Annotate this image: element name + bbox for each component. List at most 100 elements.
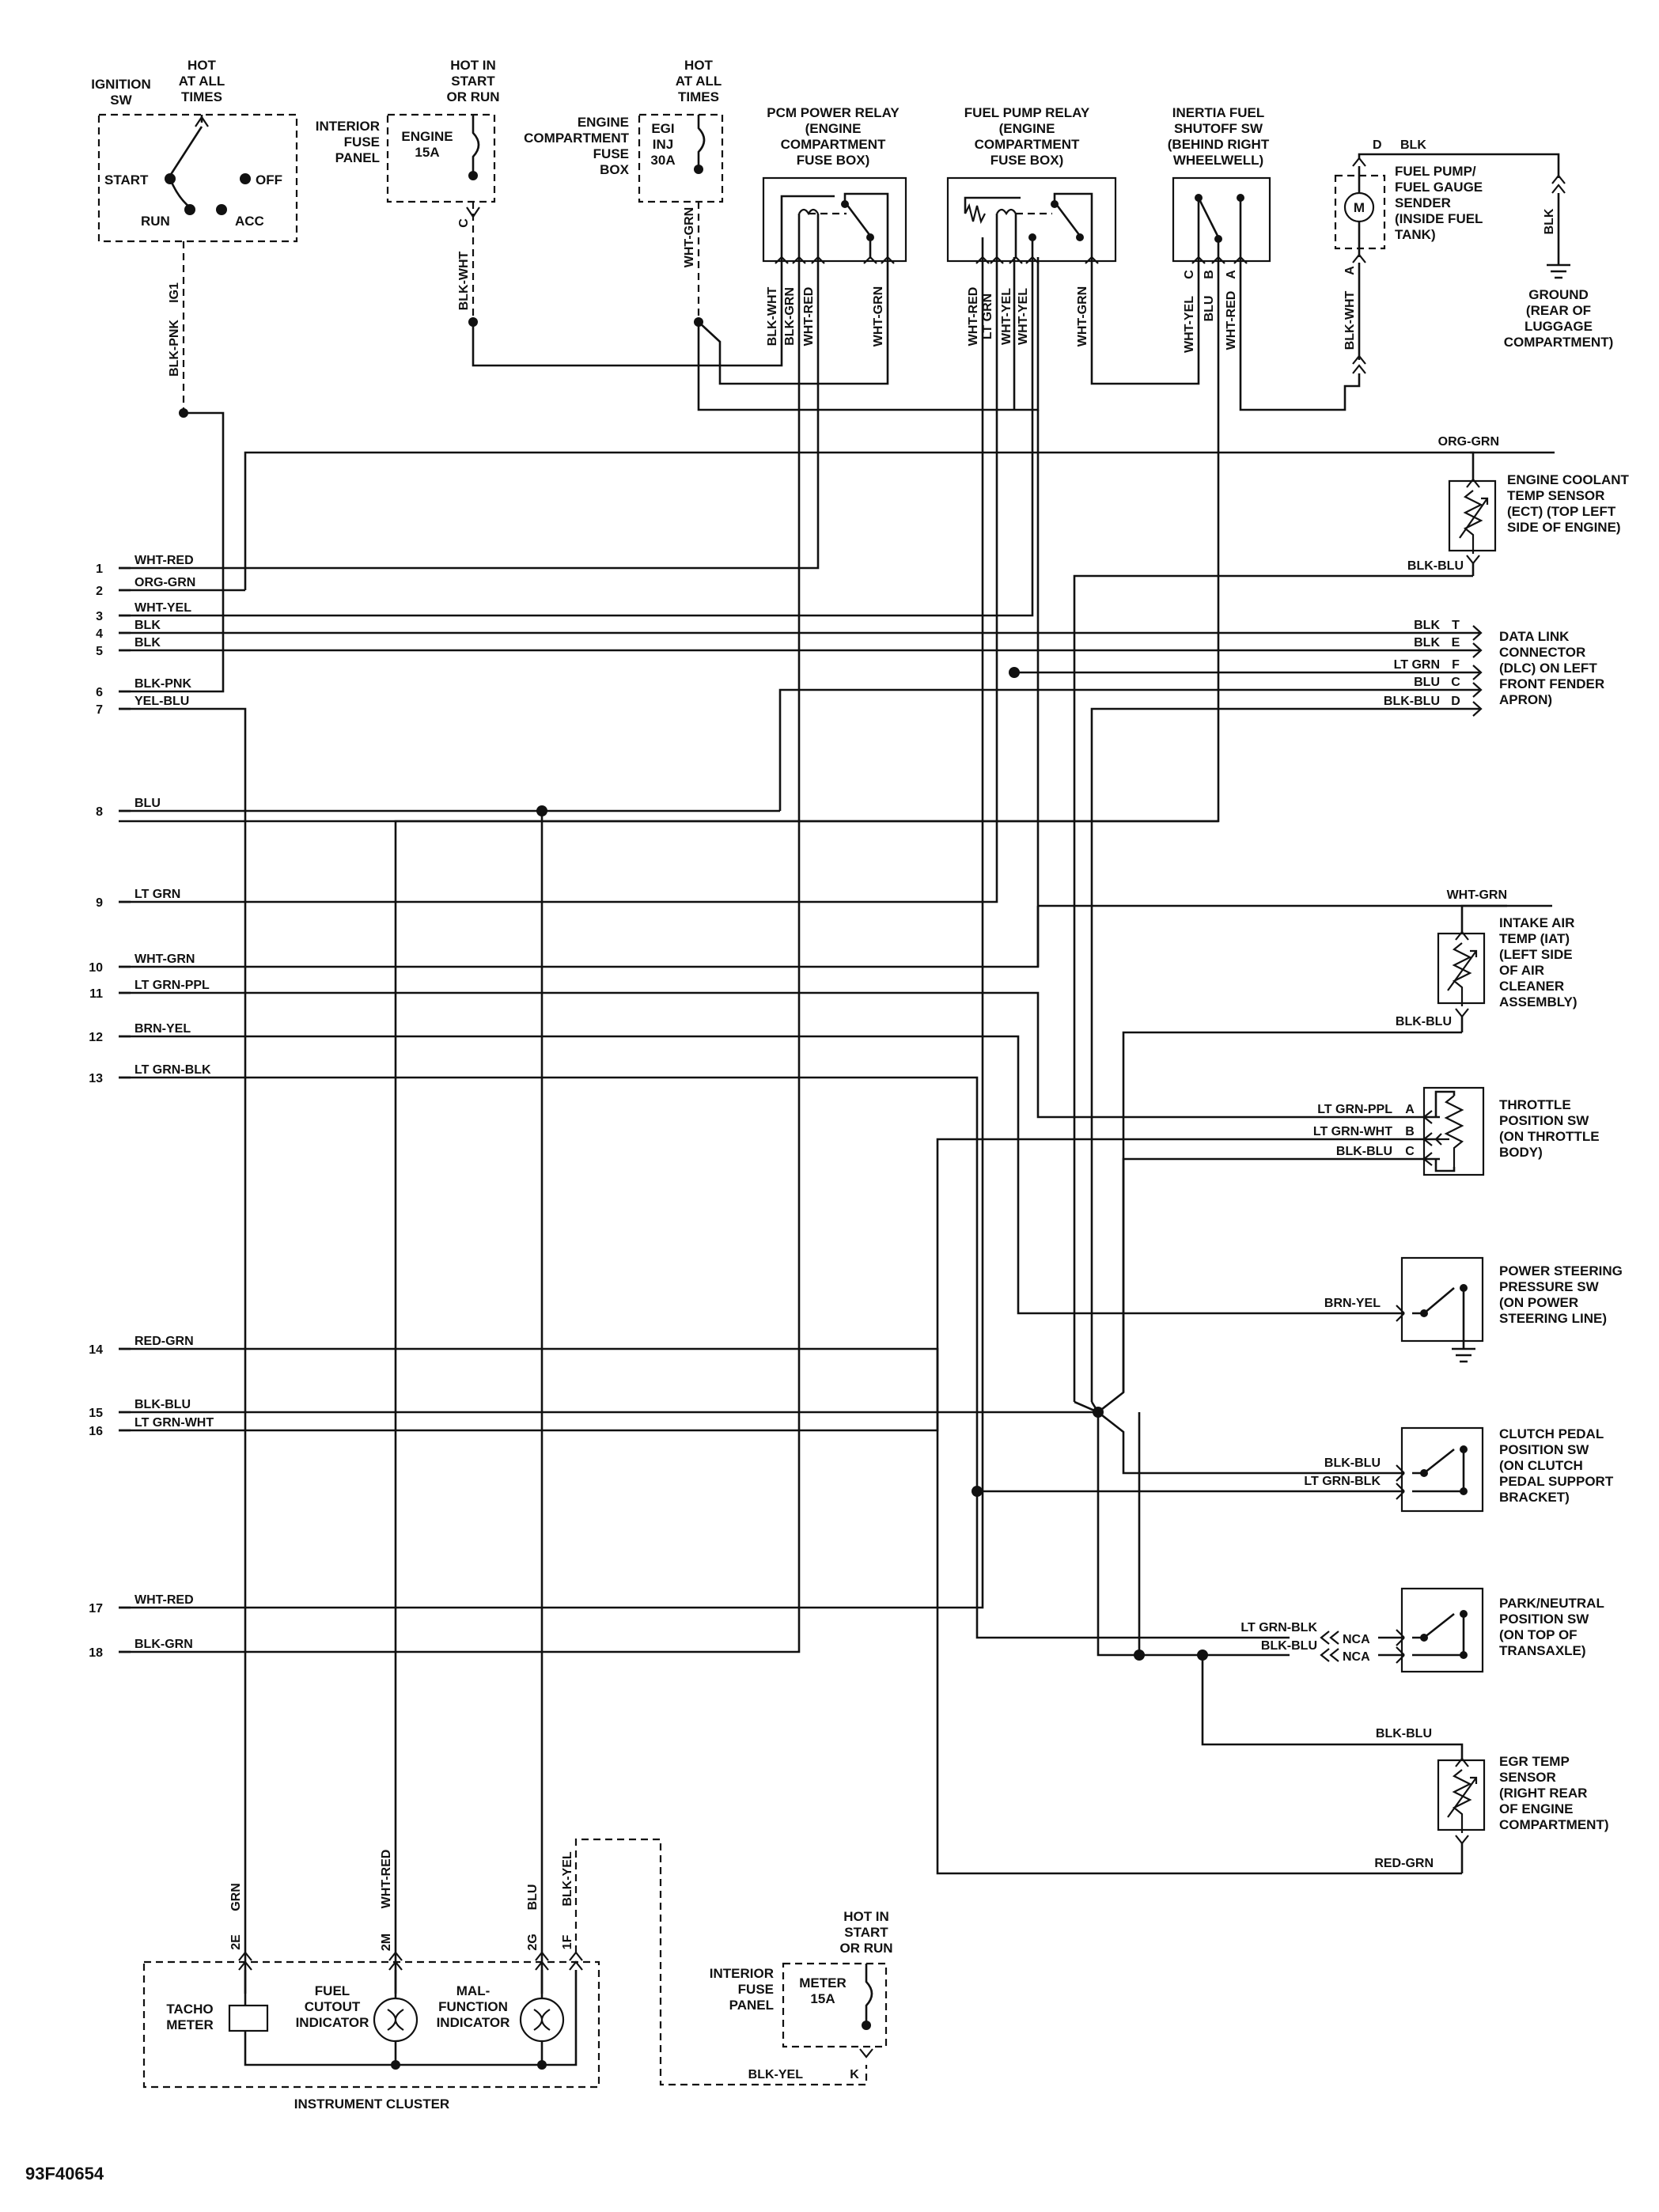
egi-fuse-box (638, 113, 724, 203)
tps-label-line1: THROTTLE (1499, 1097, 1571, 1112)
ecm-pins: 1WHT-RED2ORG-GRN3WHT-YEL4BLK5BLK6BLK-PNK… (89, 554, 214, 1660)
ignition-switch-box (97, 113, 298, 243)
ecm-pin-number: 14 (89, 1343, 103, 1357)
wire-blk-grn-pin18 (119, 257, 801, 1653)
wire-blk-blu-clutch (1097, 1411, 1404, 1475)
egi-fuse-inj: INJ (653, 137, 673, 152)
inertia-wire-labels: WHT-YEL BLU WHT-RED C B A (1183, 270, 1238, 353)
wire-lt-grn-blk-pn (975, 1491, 1290, 1639)
pn-label-line4: TRANSAXLE) (1499, 1643, 1586, 1658)
meter-fuse-hot-line3: OR RUN (839, 1941, 892, 1956)
dlc-label-line2: CONNECTOR (1499, 645, 1585, 660)
fuel-pump-wire-a: BLK-WHT (1343, 290, 1357, 350)
tps-terminal-icon (1422, 1152, 1433, 1166)
inertia-pin-c: C (1183, 270, 1196, 279)
fuel-cutout-label-line2: CUTOUT (305, 1999, 361, 2014)
ecm-pin-number: 16 (89, 1425, 103, 1438)
dlc-wire-label: BLK-BLU (1384, 695, 1440, 708)
ecm-pin-wire-label: BRN-YEL (134, 1022, 191, 1036)
ect-label-line2: TEMP SENSOR (1507, 488, 1604, 503)
dlc-label-line4: FRONT FENDER (1499, 676, 1604, 691)
ecm-pin-wire-label: BLK-GRN (134, 1638, 193, 1651)
iat-label-line1: INTAKE AIR (1499, 915, 1574, 930)
pcm-wire-label-2: BLK-GRN (783, 287, 797, 346)
ecm-pin-number: 7 (96, 703, 103, 717)
ecm-pin-number: 5 (96, 645, 103, 658)
ecm-pin-wire-label: WHT-RED (134, 1593, 194, 1607)
meter-fuse-hot-line1: HOT IN (843, 1909, 889, 1924)
egr-thermistor-icon (1452, 1769, 1472, 1833)
pn-label-line1: PARK/NEUTRAL (1499, 1596, 1604, 1611)
ecm-pin-wire-label: WHT-YEL (134, 601, 191, 615)
wire-blk-blu-pn (1097, 1412, 1290, 1657)
vertical-trunk-wires (119, 257, 1220, 1653)
cluster-wire-blu: BLU (526, 1884, 540, 1911)
iat-label-line4: OF AIR (1499, 963, 1544, 978)
meter-fuse-pin: K (850, 2068, 859, 2081)
ps-label-line4: STEERING LINE) (1499, 1311, 1607, 1326)
meter-fuse-wire: BLK-YEL (748, 2068, 804, 2081)
tacho-label-line1: TACHO (166, 2002, 213, 2017)
clutch-label-line3: (ON CLUTCH (1499, 1458, 1583, 1473)
ect-label-line4: SIDE OF ENGINE) (1507, 520, 1621, 535)
pcm-wire-label-3: WHT-RED (802, 287, 816, 347)
wire-wht-red-pin17 (119, 257, 984, 1609)
fp-relay-coil-icon (996, 208, 1017, 216)
dlc-terminal-icon (1472, 682, 1483, 698)
fp-wire-label-1: WHT-RED (967, 287, 980, 347)
engine-fuse-pin: C (457, 218, 471, 228)
wire-lt-grn-pin9 (119, 257, 998, 903)
engine-fuse-location-line1: INTERIOR (316, 119, 380, 134)
ect-thermistor-icon (1463, 490, 1483, 554)
meter-fuse-box (782, 1962, 888, 2048)
meter-fuse-location-line1: INTERIOR (710, 1966, 774, 1981)
ect-wire-top: ORG-GRN (1438, 435, 1499, 449)
tps-label-line3: (ON THROTTLE (1499, 1129, 1600, 1144)
malfunction-label-line3: INDICATOR (437, 2015, 510, 2030)
pn-connector-2: NCA (1343, 1650, 1370, 1664)
egi-fuse-element-icon (697, 115, 706, 168)
ignition-switch: IGNITION SW HOT AT ALL TIMES START OFF R… (91, 58, 298, 693)
egi-fuse-wire: WHT-GRN (683, 207, 696, 267)
ecm-pin-row: 9LT GRN (96, 888, 180, 910)
ignition-hot-note-line2: AT ALL (179, 74, 225, 89)
wire-wht-red-cluster (394, 820, 1218, 1994)
malfunction-label-line1: MAL- (456, 1983, 490, 1998)
ps-ground-icon (1452, 1341, 1475, 1363)
ignition-pos-run: RUN (141, 214, 170, 229)
tps-potentiometer-icon (1444, 1095, 1464, 1167)
egr-temp-sensor: BLK-BLU RED-GRN EGR TEMP SENSOR (RIGHT R… (1374, 1727, 1609, 1873)
engine-fuse-location-line2: FUSE (344, 134, 380, 150)
tacho-meter-icon (228, 2004, 269, 2032)
wire-wht-grn-egi (697, 257, 1040, 411)
egi-fuse: ENGINE COMPARTMENT FUSE BOX HOT AT ALL T… (524, 58, 1040, 411)
wire-blk-blu-ect (1073, 574, 1473, 1402)
dlc-pin-letter: E (1452, 636, 1460, 650)
meter-fuse-name: METER (799, 1975, 847, 1990)
malfunction-label-line2: FUNCTION (438, 1999, 508, 2014)
wire-wht-grn-pin10 (119, 410, 1040, 968)
engine-fuse-rating: 15A (415, 145, 439, 160)
fuel-cutout-label-line1: FUEL (315, 1983, 350, 1998)
pn-wire-1: LT GRN-BLK (1240, 1621, 1317, 1634)
wire-lt-grn-wht-pin16 (119, 1138, 1440, 1432)
ignition-switch-arm (169, 126, 203, 176)
cluster-wire-grn: GRN (229, 1883, 243, 1911)
ground-label-line1: GROUND (1528, 287, 1589, 302)
dlc-wire-label: BLK (1414, 636, 1440, 650)
egr-wire-top: BLK-BLU (1376, 1727, 1432, 1740)
egi-location-line3: FUSE (593, 146, 629, 161)
egi-hot-line1: HOT (684, 58, 714, 73)
dlc-terminal-icon (1472, 625, 1483, 641)
fuel-pump-motor-label: M (1354, 200, 1365, 215)
clutch-label-line1: CLUTCH PEDAL (1499, 1426, 1604, 1441)
ignition-title-line2: SW (110, 93, 132, 108)
ps-label-line1: POWER STEERING (1499, 1263, 1623, 1278)
ignition-title-line1: IGNITION (91, 77, 151, 92)
